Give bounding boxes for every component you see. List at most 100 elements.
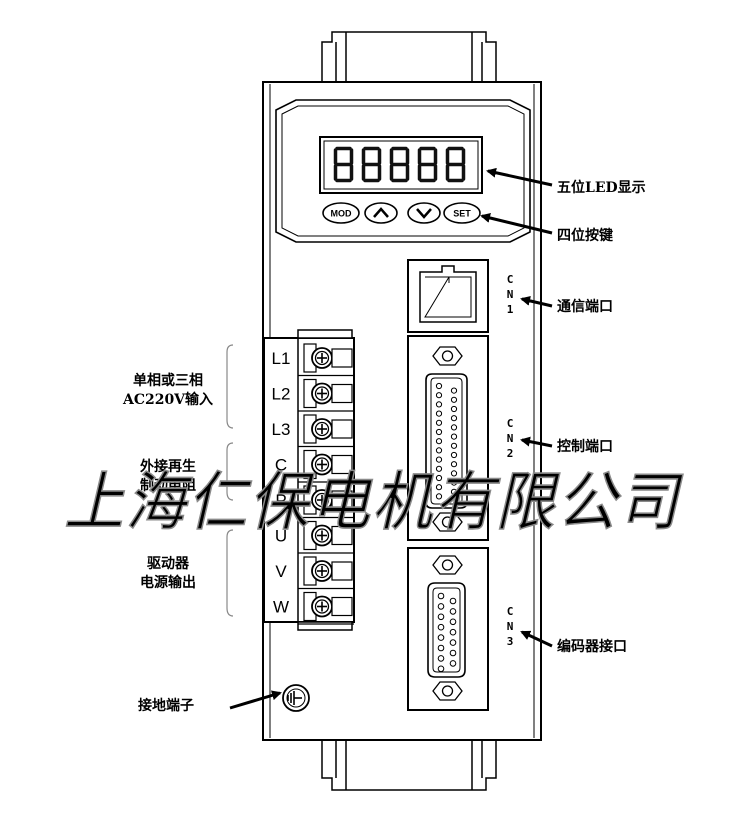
- ground-terminal: [282, 684, 310, 712]
- button-up[interactable]: [364, 202, 398, 224]
- terminal-label: L1: [272, 349, 291, 368]
- cn2-mount-hole-bottom: [432, 512, 463, 532]
- connector-pin: [435, 484, 443, 491]
- connector-pin: [435, 392, 443, 399]
- callout-motor-output: 驱动器 电源输出: [140, 555, 196, 591]
- connector-pin: [449, 649, 457, 657]
- screw-icon: [311, 347, 333, 369]
- connector-pin: [450, 479, 458, 486]
- watermark: 上海仁保电机有限公司: [64, 466, 684, 540]
- bottom-mounting-flange: [321, 740, 497, 791]
- callout-arrows: [229, 167, 553, 710]
- svg-text:C: C: [507, 417, 514, 430]
- terminal-v: V: [275, 556, 354, 590]
- svg-text:1: 1: [507, 303, 514, 316]
- terminal-label: W: [273, 598, 289, 617]
- connector-pin: [435, 410, 443, 417]
- terminal-u: U: [275, 520, 354, 554]
- svg-text:N: N: [507, 432, 514, 445]
- arrow-control-port: [520, 436, 553, 448]
- connector-pin: [437, 613, 445, 621]
- ground-icon: [287, 691, 302, 705]
- terminal-label: L2: [272, 385, 291, 404]
- terminal-w: W: [273, 591, 354, 625]
- svg-text:AC220V输入: AC220V输入: [122, 391, 213, 408]
- svg-text:SET: SET: [453, 209, 471, 219]
- arrow-ground: [229, 690, 282, 710]
- connector-pin: [450, 405, 458, 413]
- led-display: [319, 136, 483, 194]
- callout-led-display: 五位LED显示: [557, 179, 646, 196]
- connector-pin: [450, 470, 458, 477]
- callout-encoder-port: 编码器接口: [557, 638, 627, 655]
- connector-pin: [449, 628, 457, 636]
- cn3-label: C N 3: [507, 605, 514, 648]
- connector-pin: [435, 474, 443, 482]
- connector-pin: [437, 623, 445, 631]
- callout-keys: 四位按键: [557, 227, 614, 244]
- chevron-up-icon: [373, 207, 389, 218]
- callout-power-input: 单相或三相 AC220V输入: [122, 372, 213, 408]
- svg-text:外接再生: 外接再生: [140, 458, 196, 475]
- cn2-mount-hole-top: [432, 346, 463, 366]
- bracket-motor-output: [226, 529, 234, 617]
- connector-pin: [435, 428, 443, 436]
- cn2-label: C N 2: [507, 417, 514, 460]
- screw-icon: [311, 418, 333, 440]
- svg-text:N: N: [507, 288, 514, 301]
- connector-pin: [450, 415, 458, 422]
- connector-pin: [449, 660, 457, 667]
- button-down[interactable]: [407, 202, 441, 224]
- cn2-port: [407, 335, 489, 541]
- arrow-keys: [480, 213, 553, 235]
- connector-pin: [435, 401, 443, 408]
- callout-ground: 接地端子: [138, 697, 194, 714]
- connector-pin: [449, 597, 457, 605]
- connector-pin: [437, 634, 445, 641]
- terminal-l2: L2: [272, 378, 354, 412]
- terminal-label: P: [275, 491, 286, 510]
- connector-pin: [435, 447, 443, 454]
- svg-text:C: C: [507, 605, 514, 618]
- connector-pin: [435, 465, 443, 472]
- callout-regen-resistor: 外接再生 制动电阻: [140, 458, 196, 494]
- cn3-mount-hole-bottom: [432, 681, 463, 701]
- connector-pin: [450, 387, 458, 394]
- connector-pin: [449, 608, 457, 615]
- svg-text:N: N: [507, 620, 514, 633]
- bracket-power-input: [226, 344, 234, 429]
- terminal-l3: L3: [272, 414, 354, 448]
- terminal-label: C: [275, 456, 287, 475]
- svg-text:C: C: [507, 273, 514, 286]
- svg-text:单相或三相: 单相或三相: [133, 372, 203, 389]
- connector-pin: [435, 382, 443, 390]
- connector-pin: [450, 442, 458, 449]
- button-set[interactable]: SET: [443, 202, 481, 224]
- connector-pin: [437, 592, 445, 600]
- button-mod[interactable]: MOD: [322, 202, 360, 224]
- connector-pin: [450, 433, 458, 440]
- connector-pin: [435, 456, 443, 463]
- callout-comm-port: 通信端口: [557, 298, 613, 315]
- connector-pin: [437, 603, 445, 610]
- top-mounting-flange: [321, 31, 497, 82]
- terminal-p: P: [275, 485, 354, 519]
- bracket-regen-resistor: [226, 442, 234, 501]
- connector-pin: [435, 419, 443, 426]
- terminal-c: C: [275, 449, 354, 483]
- connector-pin: [450, 451, 458, 459]
- connector-pin: [437, 644, 445, 652]
- svg-text:2: 2: [507, 447, 514, 460]
- cn3-mount-hole-top: [432, 555, 463, 575]
- connector-pin: [449, 639, 457, 646]
- svg-text:制动电阻: 制动电阻: [140, 477, 196, 494]
- terminal-label: L3: [272, 420, 291, 439]
- arrow-comm-port: [520, 295, 553, 308]
- terminal-l1: L1: [272, 343, 354, 377]
- svg-text:3: 3: [507, 635, 514, 648]
- connector-pin: [437, 655, 445, 662]
- arrow-led-display: [486, 167, 553, 187]
- svg-text:驱动器: 驱动器: [147, 555, 190, 572]
